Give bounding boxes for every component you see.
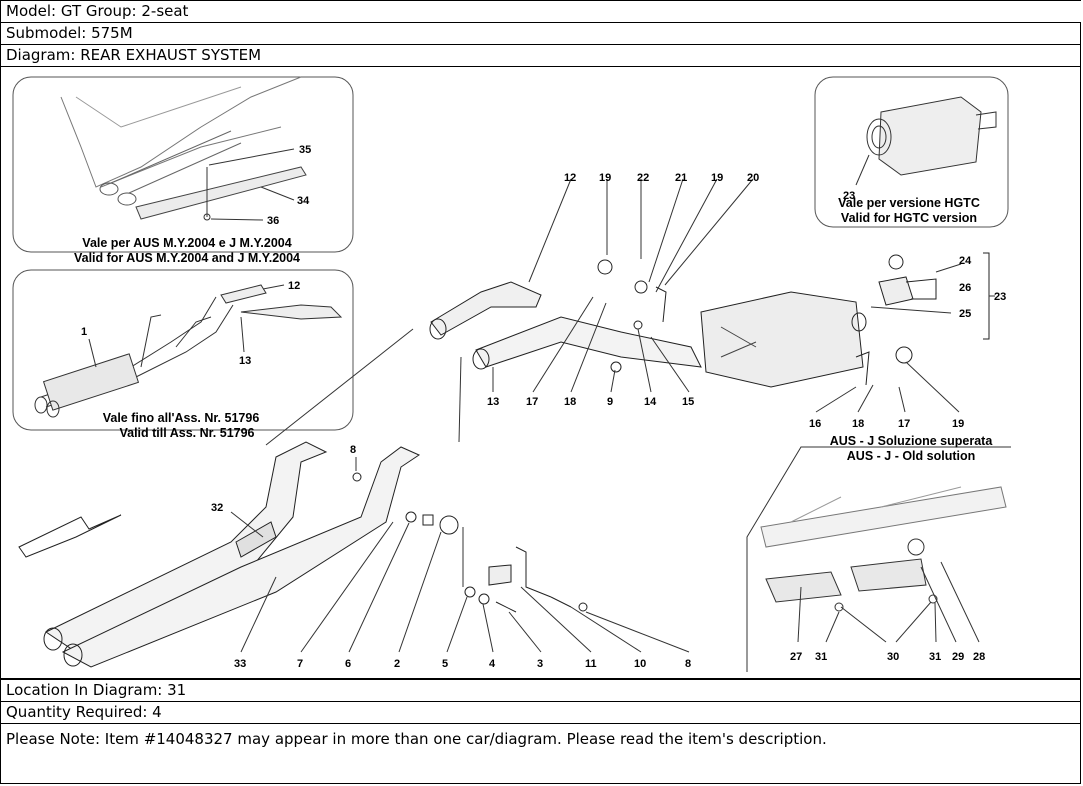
leader-lines-old-solution (797, 561, 980, 643)
callout-13: 13 (487, 396, 499, 408)
location-text: Location In Diagram: 31 (6, 681, 187, 699)
main-assembly-lower (18, 441, 588, 668)
inset-top-right (814, 76, 1009, 228)
callout-29: 29 (952, 651, 964, 663)
callout-12-inset: 12 (288, 280, 300, 292)
callout-4: 4 (489, 658, 496, 670)
callout-27: 27 (790, 651, 802, 663)
callout-16: 16 (809, 418, 821, 430)
callout-20: 20 (747, 172, 759, 184)
callout-19-c: 19 (952, 418, 964, 430)
callout-25: 25 (959, 308, 971, 320)
callout-2: 2 (394, 658, 400, 670)
callout-33: 33 (234, 658, 246, 670)
leader-lines-lower (230, 457, 690, 653)
caption-old-solution-1: AUS - J Soluzione superata (830, 434, 994, 448)
caption-top-left-1: Vale per AUS M.Y.2004 e J M.Y.2004 (82, 236, 291, 250)
callout-36: 36 (267, 215, 279, 227)
callout-19-b: 19 (711, 172, 723, 184)
diagram-title-row: Diagram: REAR EXHAUST SYSTEM (0, 44, 1081, 67)
callout-3: 3 (537, 658, 543, 670)
callout-6: 6 (345, 658, 351, 670)
callout-21: 21 (675, 172, 687, 184)
callout-8-a: 8 (350, 444, 356, 456)
callout-7: 7 (297, 658, 303, 670)
callout-18-b: 18 (852, 418, 864, 430)
callout-26: 26 (959, 282, 971, 294)
callout-22: 22 (637, 172, 649, 184)
exploded-parts-diagram: Vale per AUS M.Y.2004 e J M.Y.2004 Valid… (0, 66, 1081, 679)
header-divider (540, 0, 1081, 1)
diagram-canvas: Vale per AUS M.Y.2004 e J M.Y.2004 Valid… (12, 76, 1011, 672)
note-row: Please Note: Item #14048327 may appear i… (0, 723, 1081, 784)
callout-14: 14 (644, 396, 657, 408)
model-text: Model: GT Group: 2-seat (6, 2, 189, 20)
callout-31-b: 31 (929, 651, 941, 663)
callout-9: 9 (607, 396, 613, 408)
inset-mid-left (12, 269, 354, 431)
callout-18-a: 18 (564, 396, 576, 408)
callout-35: 35 (299, 144, 311, 156)
callout-31-a: 31 (815, 651, 827, 663)
caption-old-solution-2: AUS - J - Old solution (847, 449, 975, 463)
model-row: Model: GT Group: 2-seat (0, 0, 1081, 23)
diagram-title-text: Diagram: REAR EXHAUST SYSTEM (6, 46, 262, 64)
caption-top-right-2: Valid for HGTC version (841, 211, 977, 225)
submodel-text: Submodel: 575M (6, 24, 133, 42)
inset-old-solution (746, 446, 1011, 672)
callout-13-inset: 13 (239, 355, 251, 367)
submodel-row: Submodel: 575M (0, 22, 1081, 45)
callout-32: 32 (211, 502, 223, 514)
leader-lines-inset-top-left (208, 148, 295, 221)
callout-15: 15 (682, 396, 694, 408)
caption-mid-left-2: Valid till Ass. Nr. 51796 (119, 426, 254, 440)
callout-1: 1 (81, 326, 87, 338)
caption-mid-left-1: Vale fino all'Ass. Nr. 51796 (103, 411, 260, 425)
callout-23: 23 (994, 291, 1006, 303)
callout-17-b: 17 (898, 418, 910, 430)
caption-top-right-1: Vale per versione HGTC (838, 196, 980, 210)
leader-lines-inset-mid-left (88, 284, 285, 368)
callout-24: 24 (959, 255, 972, 267)
callout-17-a: 17 (526, 396, 538, 408)
callout-23-inset: 23 (843, 190, 855, 202)
quantity-text: Quantity Required: 4 (6, 703, 162, 721)
callout-30: 30 (887, 651, 899, 663)
callout-8-b: 8 (685, 658, 691, 670)
inset-top-left (12, 76, 354, 253)
callout-12: 12 (564, 172, 576, 184)
callout-28: 28 (973, 651, 985, 663)
location-row: Location In Diagram: 31 (0, 679, 1081, 702)
quantity-row: Quantity Required: 4 (0, 701, 1081, 724)
leader-lines-upper (265, 178, 995, 446)
callout-10: 10 (634, 658, 646, 670)
main-assembly-upper (429, 254, 937, 388)
callout-34: 34 (297, 195, 310, 207)
note-text: Please Note: Item #14048327 may appear i… (6, 730, 827, 748)
callout-5: 5 (442, 658, 448, 670)
callout-19-a: 19 (599, 172, 611, 184)
callout-11: 11 (585, 658, 597, 670)
caption-top-left-2: Valid for AUS M.Y.2004 and J M.Y.2004 (74, 251, 300, 265)
